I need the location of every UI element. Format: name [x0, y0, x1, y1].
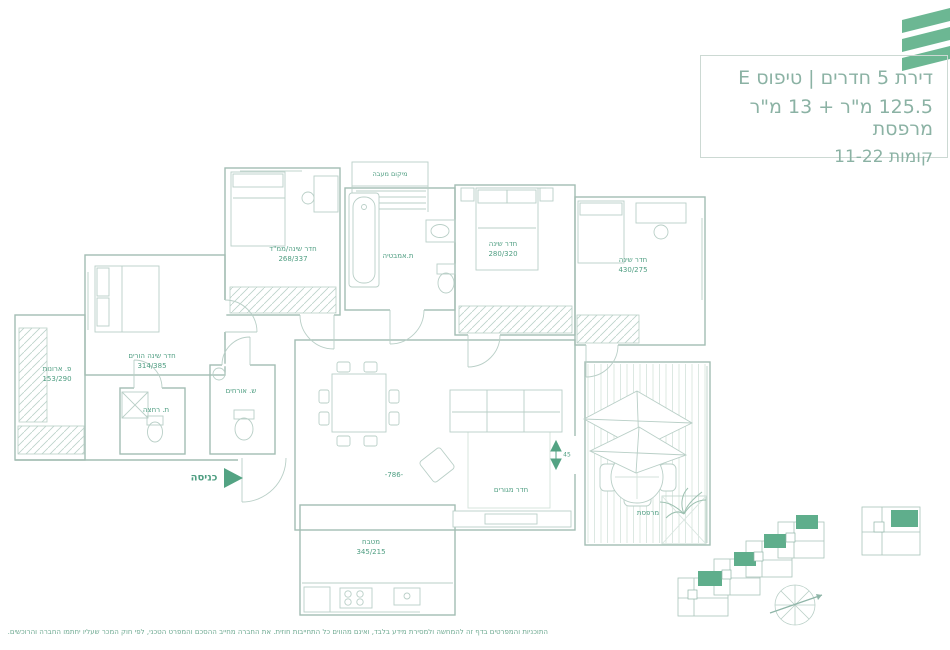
- furniture: [94, 171, 687, 613]
- brand-logo: [902, 8, 950, 71]
- room-label-bedroom-right: חדר שינה 430/275: [618, 256, 647, 276]
- door-gaps: [134, 300, 618, 474]
- room-name: מטבח: [362, 538, 380, 547]
- entrance-arrow-icon: [224, 468, 243, 488]
- label-ac-location: מיקום מעבה: [372, 170, 408, 178]
- ac-niche: [351, 161, 429, 212]
- apartment-area-subtitle: 125.5 מ"ר + 13 מ"ר מרפסת: [749, 96, 933, 140]
- room-label-closet-corner: פ. ארונות 153/290: [42, 365, 71, 385]
- apartment-type-title: דירת 5 חדרים | טיפוס E: [738, 67, 933, 89]
- room-label-bedroom-middle: חדר שינה 280/320: [488, 240, 517, 260]
- room-label-master-bedroom: חדר שינה הורים 314/385: [128, 352, 175, 372]
- key-plan-highlight: [698, 510, 918, 586]
- door-swings: [133, 299, 619, 503]
- room-dims: 345/215: [356, 548, 386, 556]
- apartment-floors: קומות 11-22: [834, 147, 933, 167]
- room-dims: 268/337: [278, 255, 308, 263]
- compass-icon: [769, 584, 823, 626]
- balcony-furniture: [583, 390, 707, 545]
- entrance-label: כניסה: [190, 472, 218, 484]
- room-label-safe-bedroom: חדר שינה/ממ"ד 268/337: [269, 245, 316, 265]
- room-name: חדר שינה: [618, 256, 648, 265]
- room-label-living-room: חדר מגורים: [493, 486, 529, 495]
- dimension-balcony-opening: 45: [563, 451, 571, 459]
- apartment-info-card: דירת 5 חדרים | טיפוס E 125.5 מ"ר + 13 מ"…: [700, 55, 948, 167]
- room-name: חדר שינה הורים: [128, 352, 176, 361]
- room-name: פ. ארונות: [42, 365, 72, 374]
- balcony-opening-arrow-icon: [550, 439, 562, 471]
- room-name: חדר שינה: [488, 240, 518, 249]
- room-label-bathroom: ת.אמבטיה: [382, 252, 414, 261]
- legal-disclaimer: התוכניות והמפרטים בדף זה להמחשה ולמסירת …: [7, 628, 548, 636]
- room-dims: 430/275: [618, 266, 648, 274]
- room-label-balcony: מרפסת: [636, 509, 660, 518]
- wardrobes: [17, 286, 640, 455]
- room-label-guest-toilet: ש. אורחים: [225, 387, 257, 396]
- room-name: חדר שינה/ממ"ד: [269, 245, 317, 254]
- room-label-shower-room: ת. רחצה: [142, 406, 170, 415]
- room-dims: 280/320: [488, 250, 518, 258]
- plant-icon: [659, 487, 707, 519]
- room-label-kitchen: מטבח 345/215: [356, 538, 385, 558]
- room-dims: 314/385: [137, 362, 167, 370]
- walls: [14, 167, 711, 616]
- site-key-plan: [677, 506, 921, 617]
- dimension-living-width: -786-: [384, 471, 404, 479]
- key-plan-unit-tags: [687, 521, 885, 600]
- room-dims: 153/290: [42, 375, 72, 383]
